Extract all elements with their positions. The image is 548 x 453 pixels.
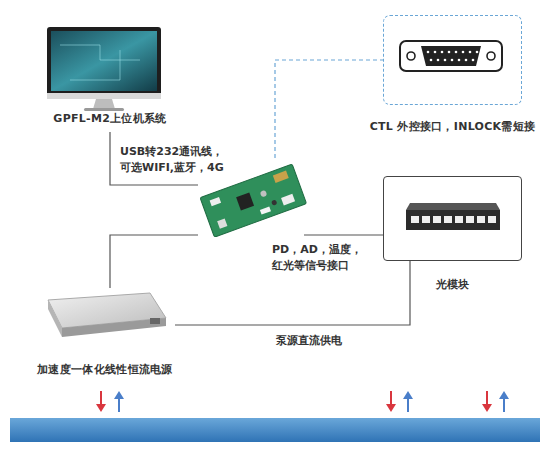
node-label: GPFL-M2上位机系统	[53, 111, 166, 126]
host-computer-node: GPFL-M2上位机系统	[30, 22, 190, 132]
monitor-illustration	[47, 27, 161, 111]
power-supply-node: 加速度一体化线性恒流电源	[35, 288, 175, 348]
connector-line	[304, 234, 383, 235]
ctl-interface-box: CTL 外控接口，INLOCK需短接	[383, 15, 522, 105]
optical-module-box: 光模块	[383, 176, 522, 261]
base-band	[10, 418, 540, 442]
node-label: CTL 外控接口，INLOCK需短接	[370, 119, 536, 134]
connector-line	[275, 60, 383, 158]
db-connector-illustration	[400, 41, 502, 71]
node-label: 加速度一体化线性恒流电源	[37, 362, 173, 377]
node-label: 光模块	[436, 277, 470, 292]
flow-arrows	[96, 391, 509, 412]
edge-label: USB转232通讯线， 可选WIFI,蓝牙，4G	[120, 144, 242, 176]
edge-label: 泵源直流供电	[276, 333, 376, 349]
connector-line	[110, 235, 198, 288]
power-supply-illustration	[48, 293, 166, 337]
connector-line	[110, 132, 198, 185]
optical-module-illustration	[406, 203, 500, 230]
control-board-illustration	[200, 164, 306, 237]
edge-label: PD，AD，温度， 红光等信号接口	[272, 242, 384, 274]
